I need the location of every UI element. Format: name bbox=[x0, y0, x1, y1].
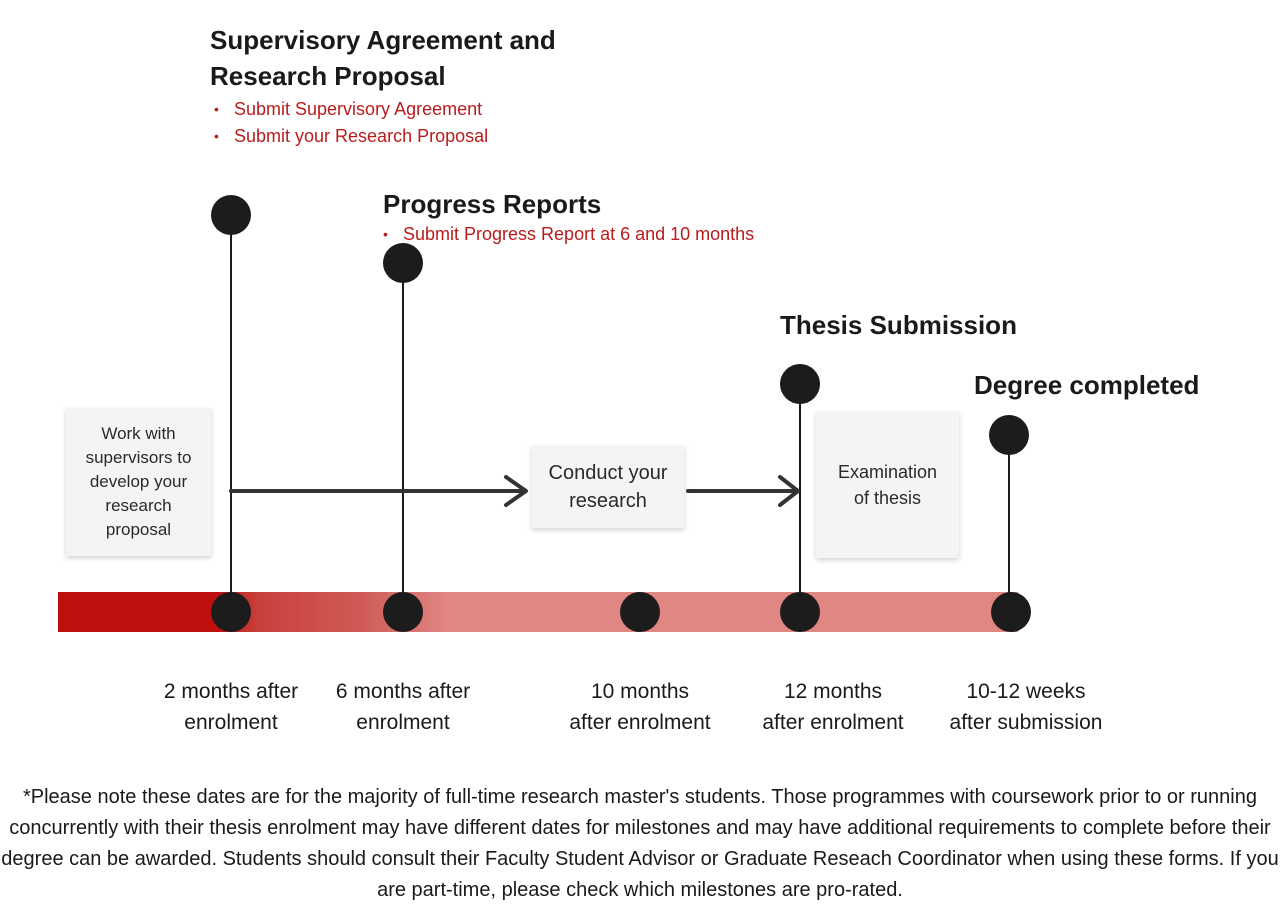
timeline-node-6m bbox=[383, 592, 423, 632]
milestone-title-progress: Progress Reports bbox=[383, 189, 602, 219]
time-label-completion: 10-12 weeks after submission bbox=[949, 680, 1103, 734]
note-examination: Examination of thesis bbox=[816, 412, 959, 558]
milestone-stem-supervisory bbox=[230, 215, 232, 612]
arrow-head-icon bbox=[504, 475, 528, 507]
progress-bullets: •Submit Progress Report at 6 and 10 mont… bbox=[379, 221, 754, 248]
time-label-6m: 6 months after enrolment bbox=[335, 680, 471, 734]
milestone-title-line2: Research Proposal bbox=[210, 61, 446, 91]
milestone-stem-thesis bbox=[799, 384, 801, 612]
bullet-dot-icon: • bbox=[214, 101, 219, 117]
footnote: *Please note these dates are for the maj… bbox=[1, 786, 1279, 901]
note-conduct-research: Conduct your research bbox=[532, 446, 684, 528]
milestone-node-supervisory bbox=[211, 195, 251, 235]
milestone-node-progress bbox=[383, 243, 423, 283]
milestone-title-degree: Degree completed bbox=[974, 370, 1200, 400]
timeline-node-12m bbox=[780, 592, 820, 632]
milestone-node-thesis bbox=[780, 364, 820, 404]
supervisory-bullets: •Submit Supervisory Agreement •Submit yo… bbox=[210, 96, 488, 150]
arrow-head-icon bbox=[778, 475, 800, 507]
milestone-title-supervisory: Supervisory Agreement and Research Propo… bbox=[210, 22, 556, 94]
bullet-item: •Submit Progress Report at 6 and 10 mont… bbox=[379, 221, 754, 248]
milestone-title-line1: Supervisory Agreement and bbox=[210, 25, 556, 55]
time-label-2m: 2 months after enrolment bbox=[163, 680, 299, 734]
bullet-item: •Submit Supervisory Agreement bbox=[210, 96, 488, 123]
timeline-node-2m bbox=[211, 592, 251, 632]
time-label-10m: 10 months after enrolment bbox=[569, 680, 711, 734]
milestone-node-degree bbox=[989, 415, 1029, 455]
milestone-stem-progress bbox=[402, 263, 404, 612]
bullet-dot-icon: • bbox=[214, 128, 219, 144]
milestone-stem-degree bbox=[1008, 435, 1010, 612]
bullet-item: •Submit your Research Proposal bbox=[210, 123, 488, 150]
timeline-node-completion bbox=[991, 592, 1031, 632]
note-develop-proposal: Work with supervisors to develop your re… bbox=[66, 408, 211, 556]
bullet-dot-icon: • bbox=[383, 226, 388, 242]
timeline-node-10m bbox=[620, 592, 660, 632]
time-label-12m: 12 months after enrolment bbox=[762, 680, 904, 734]
milestone-title-thesis: Thesis Submission bbox=[780, 310, 1017, 340]
